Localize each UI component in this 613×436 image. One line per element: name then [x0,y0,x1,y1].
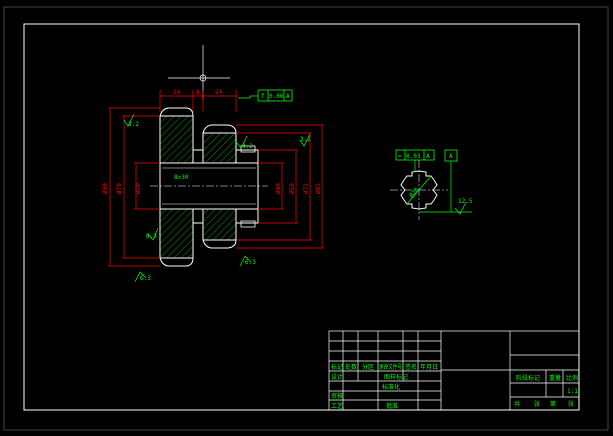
rv-tol-value: 0.03 [406,153,421,160]
tolerance-leader [238,95,258,99]
roughness-symbols [123,113,311,283]
roughness-4: 6.3 [140,275,151,282]
tb-sign: 签名 [405,363,417,371]
left-diameter-dims [108,107,160,267]
title-block [328,330,580,411]
right-diameter-dims [236,124,324,249]
gear-rim-lower [159,208,194,259]
tolerance-datum: A [286,93,290,100]
tb-count: 处数 [345,363,357,371]
roughness-5: 6.3 [245,259,256,266]
boss-keyway [240,145,256,153]
shaft-boss [236,149,259,224]
tb-stage-mark: 阶段标记 [516,374,540,382]
tb-mark: 标记 [331,363,343,371]
tb-standard: 标准化 [382,383,400,391]
tb-no: 第 [550,400,556,408]
dim-d58: Ø58 [289,183,296,194]
rv-tol-datum: A [426,153,430,160]
title-block-text: 标记 处数 分区 更改文件号 签名 年月日 图样标记 设计 标准化 审核 批准 … [331,363,578,410]
tb-drawing-mark: 图样标记 [384,373,408,381]
roughness-1: 3.2 [128,121,139,128]
dim-d40: Ø40 [275,183,282,194]
boss-keyway-lower [240,220,256,228]
tolerance-frame [257,89,293,102]
sheet-border [3,6,609,431]
tb-change-doc: 更改文件号 [379,363,402,371]
dim-d50: Ø50 [135,183,142,194]
tb-design: 设计 [331,373,343,381]
bore-label: 8×30 [174,174,189,181]
spline-profile [400,170,438,210]
left-view: 24 8 24 f 0.06 A [102,45,324,283]
hub-lower [202,208,237,241]
roughness-3: 3.2 [300,136,311,143]
tb-process: 工艺 [331,402,343,410]
tb-review: 审核 [331,392,343,400]
gear-rim-upper [159,115,194,164]
rv-roughness: 12.5 [458,198,473,205]
hub-upper [202,132,237,164]
roughness-2: 3.2 [242,143,253,150]
dim-d72: Ø72 [303,183,310,194]
top-dim-1: 24 [173,89,181,96]
dim-d70: Ø70 [116,183,123,194]
tb-zone: 分区 [362,363,374,371]
dim-d90: Ø90 [102,183,109,194]
dim-d85: Ø85 [315,183,322,194]
tb-weight: 重量 [549,374,561,382]
tb-approve: 批准 [386,402,398,410]
tb-scale: 1:1 [567,388,578,395]
top-dim-3: 24 [215,89,223,96]
tolerance-symbol: f [261,93,265,100]
tb-sheet: 张 [568,400,574,408]
tb-total: 共 [514,400,520,408]
tb-date: 年月日 [420,363,438,371]
roughness-6: 6.3 [146,233,157,240]
tb-sheets: 张 [534,400,540,408]
top-dim-2: 8 [196,89,200,96]
drawing-frame [23,23,580,411]
right-view: A = 0.03 A Ø28 12.5 [390,149,473,220]
tb-scale-label: 比例 [566,374,578,382]
rv-tol-symbol: = [398,153,402,160]
tolerance-value: 0.06 [269,93,284,100]
datum-a: A [449,153,453,160]
